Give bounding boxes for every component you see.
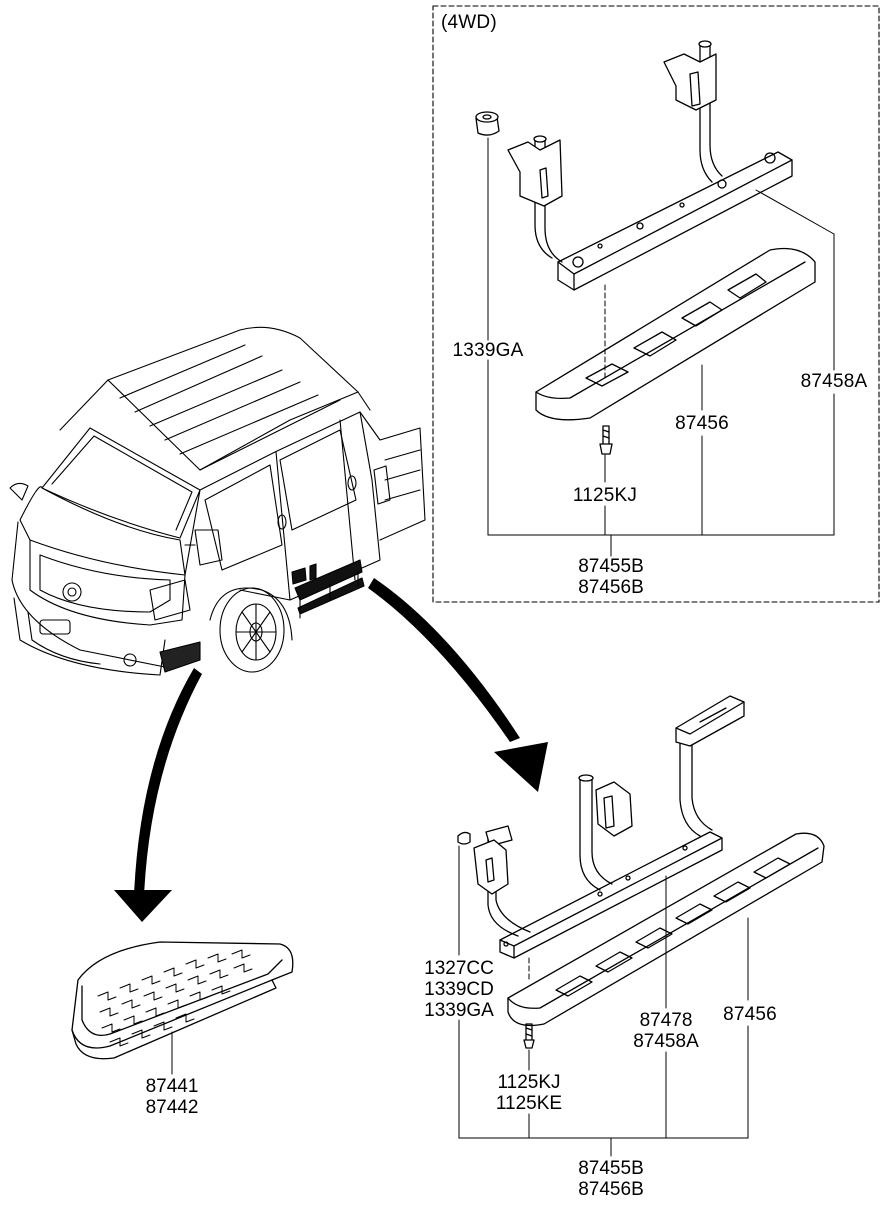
main-leader-lines [458,845,749,1157]
label-main-assembly-2: 87456B [578,1179,644,1200]
main-bolt-part [523,1023,535,1049]
label-main-nut-3: 1339GA [424,1000,494,1021]
label-main-assembly-1: 87455B [578,1158,644,1179]
label-inset-assembly: 87455B 87456B [560,556,662,598]
label-inset-nut: 1339GA [452,340,524,361]
label-mud-guard-1: 87441 [145,1076,199,1097]
arrow-to-step-detail [368,578,548,792]
label-inset-assembly-2: 87456B [578,577,644,598]
label-inset-bracket: 87458A [800,371,868,392]
label-mud-guard-2: 87442 [145,1097,199,1118]
label-inset-step: 87456 [675,413,729,434]
truck-illustration [9,326,426,676]
inset-step-part [535,247,816,421]
label-main-bracket: 87478 87458A [616,1010,716,1052]
label-main-bolt-1: 1125KJ [497,1072,561,1093]
inset-nut-part [475,111,500,136]
inset-bracket-part [507,40,793,291]
label-main-bracket-1: 87478 [639,1010,693,1031]
4wd-inset-frame [432,5,880,603]
label-main-nut: 1327CC 1339CD 1339GA [410,958,508,1021]
label-mud-guard: 87441 87442 [126,1076,218,1118]
arrow-to-mudguard-detail [114,668,202,922]
label-main-bolt-2: 1125KE [495,1093,563,1114]
mud-guard-part [71,941,294,1075]
label-main-bracket-2: 87458A [633,1031,699,1052]
label-main-assembly: 87455B 87456B [560,1158,662,1200]
main-nut-part [457,831,471,845]
label-main-bolt: 1125KJ 1125KE [474,1072,584,1114]
label-main-step: 87456 [723,1004,777,1025]
label-inset-bolt: 1125KJ [572,485,638,506]
label-inset-assembly-1: 87455B [578,556,644,577]
label-main-nut-1: 1327CC [424,958,494,979]
inset-bolt-part [599,425,613,455]
inset-title: (4WD) [441,12,497,33]
main-bracket-part [473,695,745,959]
inset-leader-lines [487,137,835,557]
label-main-nut-2: 1339CD [424,979,494,1000]
